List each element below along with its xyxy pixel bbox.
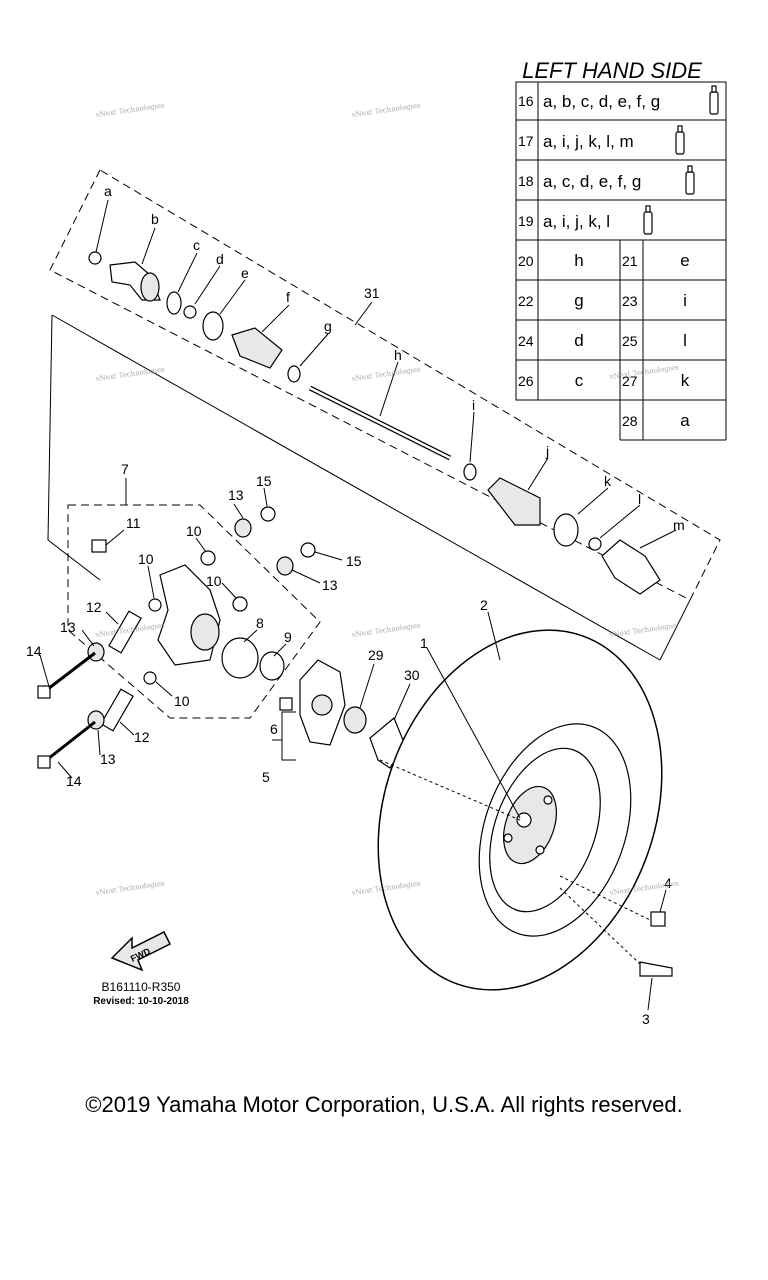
sealant-tube-icon: [685, 165, 695, 195]
row-21-val: e: [680, 251, 689, 270]
svg-text:vNext Technologies: vNext Technologies: [350, 101, 421, 119]
revised-date: Revised: 10-10-2018: [93, 996, 189, 1007]
callout-13-right: 13: [322, 577, 338, 593]
callout-12-bottom: 12: [134, 729, 150, 745]
callout-7: 7: [121, 461, 129, 477]
knuckle-assembly-outline: [67, 504, 321, 719]
callout-10-b: 10: [138, 551, 154, 567]
svg-text:vNext Technologies: vNext Technologies: [608, 621, 679, 639]
svg-text:vNext Technologies: vNext Technologies: [94, 101, 165, 119]
row-23-val: i: [683, 291, 687, 310]
lug-nut: [650, 911, 666, 927]
callout-l: l: [638, 491, 641, 507]
row-17-text: a, i, j, k, l, m: [543, 132, 634, 151]
callout-j: j: [545, 443, 549, 459]
row-17-num: 17: [518, 133, 534, 149]
row-23-num: 23: [622, 293, 638, 309]
callout-14-top: 14: [26, 643, 42, 659]
knuckle-parts: [37, 506, 316, 769]
row-18-num: 18: [518, 173, 534, 189]
side-title: LEFT HAND SIDE: [522, 58, 702, 83]
callout-13-bottom: 13: [100, 751, 116, 767]
reference-table: 16 a, b, c, d, e, f, g 17 a, i, j, k, l,…: [515, 81, 727, 441]
callout-b: b: [151, 211, 159, 227]
callout-14-bottom: 14: [66, 773, 82, 789]
row-16-num: 16: [518, 93, 534, 109]
callout-15-right: 15: [346, 553, 362, 569]
callout-10-d: 10: [174, 693, 190, 709]
callout-g: g: [324, 318, 332, 334]
callout-k: k: [604, 473, 612, 489]
sealant-tube-icon: [643, 205, 653, 235]
callout-f: f: [286, 289, 290, 305]
row-27-num: 27: [622, 373, 638, 389]
row-16-text: a, b, c, d, e, f, g: [543, 92, 660, 111]
row-26-val: c: [575, 371, 584, 390]
callout-m: m: [673, 517, 685, 533]
svg-text:vNext Technologies: vNext Technologies: [94, 365, 165, 383]
row-24-num: 24: [518, 333, 534, 349]
callout-10-a: 10: [186, 523, 202, 539]
hub-callout-lines: [272, 663, 411, 761]
callout-i: i: [472, 397, 475, 413]
callout-3: 3: [642, 1011, 650, 1027]
callout-15-top: 15: [256, 473, 272, 489]
row-19-text: a, i, j, k, l: [543, 212, 610, 231]
shaft-callout-lines: [95, 199, 677, 549]
callout-30: 30: [404, 667, 420, 683]
sealant-tube-icon: [709, 85, 719, 115]
callout-6: 6: [270, 721, 278, 737]
callout-4: 4: [664, 875, 672, 891]
callout-8: 8: [256, 615, 264, 631]
callout-31: 31: [364, 285, 380, 301]
row-22-num: 22: [518, 293, 534, 309]
row-18-text: a, c, d, e, f, g: [543, 172, 641, 191]
driveshaft-parts: [88, 251, 661, 595]
knuckle-callout-lines: [39, 487, 343, 779]
callout-1: 1: [420, 635, 428, 651]
row-28-num: 28: [622, 413, 638, 429]
callout-5: 5: [262, 769, 270, 785]
row-20-val: h: [574, 251, 583, 270]
row-25-num: 25: [622, 333, 638, 349]
callout-e: e: [241, 265, 249, 281]
callout-11: 11: [126, 515, 141, 531]
row-24-val: d: [574, 331, 583, 350]
svg-text:vNext Technologies: vNext Technologies: [350, 621, 421, 639]
callout-13-left: 13: [60, 619, 76, 635]
row-28-val: a: [680, 411, 690, 430]
callout-13-top: 13: [228, 487, 244, 503]
row-27-val: k: [681, 371, 690, 390]
callout-h: h: [394, 347, 402, 363]
hub-parts: [279, 659, 406, 769]
row-22-val: g: [574, 291, 583, 310]
row-20-num: 20: [518, 253, 534, 269]
svg-text:vNext Technologies: vNext Technologies: [94, 879, 165, 897]
callout-a: a: [104, 183, 112, 199]
callout-29: 29: [368, 647, 384, 663]
row-25-val: l: [683, 331, 687, 350]
row-26-num: 26: [518, 373, 534, 389]
wheel-callout-lines: [426, 611, 667, 1011]
callout-2: 2: [480, 597, 488, 613]
row-21-num: 21: [622, 253, 638, 269]
fwd-arrow-icon: FWD: [110, 930, 172, 972]
drawing-code: B161110-R350: [102, 980, 181, 994]
svg-text:vNext Technologies: vNext Technologies: [350, 365, 421, 383]
callout-d: d: [216, 251, 224, 267]
assembly-frame-line: [47, 314, 101, 581]
callout-12-top: 12: [86, 599, 102, 615]
callout-c: c: [193, 237, 200, 253]
copyright-notice: ©2019 Yamaha Motor Corporation, U.S.A. A…: [85, 1092, 682, 1117]
callout-9: 9: [284, 629, 292, 645]
svg-text:vNext Technologies: vNext Technologies: [608, 363, 679, 381]
valve-stem: [639, 961, 673, 977]
sealant-tube-icon: [675, 125, 685, 155]
callout-10-c: 10: [206, 573, 222, 589]
row-19-num: 19: [518, 213, 534, 229]
wheel-tire: [377, 629, 663, 991]
